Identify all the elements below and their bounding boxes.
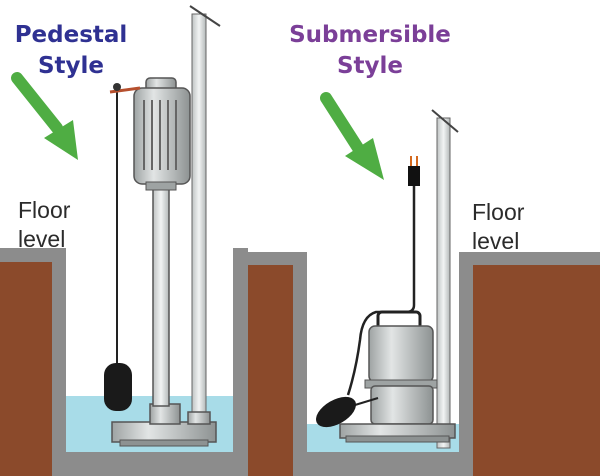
concrete bbox=[0, 248, 600, 476]
floor-middle-slab bbox=[233, 252, 307, 265]
floor-right-line-1: Floor bbox=[472, 199, 525, 225]
pit-floor-right bbox=[293, 452, 473, 476]
floor-right-slab bbox=[459, 252, 600, 265]
pit-left-wall-inner bbox=[233, 248, 248, 476]
pedestal-motor bbox=[133, 87, 191, 185]
pedestal-column bbox=[152, 185, 170, 407]
submersible-label-line-2: Style bbox=[336, 53, 404, 79]
submersible-base-foot bbox=[345, 435, 450, 443]
pit-right-wall-outer bbox=[459, 252, 473, 476]
soil-right bbox=[473, 265, 600, 476]
submersible-motor bbox=[368, 325, 434, 383]
submersible-float bbox=[316, 396, 379, 428]
soil bbox=[0, 262, 600, 476]
submersible-pump bbox=[339, 310, 456, 443]
pedestal-style-label: Pedestal Style bbox=[10, 20, 132, 82]
floor-right-line-2: level bbox=[472, 228, 520, 254]
pedestal-base bbox=[111, 421, 217, 443]
pedestal-motor-foot bbox=[145, 181, 177, 191]
submersible-label-line-1: Submersible bbox=[289, 22, 451, 48]
power-plug bbox=[408, 166, 420, 186]
pedestal-volute bbox=[149, 403, 181, 425]
floor-level-label-right: Floor level bbox=[472, 198, 552, 256]
pedestal-discharge-pipe bbox=[189, 5, 221, 425]
soil-middle bbox=[248, 265, 293, 476]
floor-left-slab bbox=[0, 248, 66, 262]
floor-left-line-1: Floor bbox=[18, 197, 71, 223]
arrow-icon-2 bbox=[320, 92, 384, 180]
pedestal-label-line-1: Pedestal bbox=[14, 22, 128, 48]
pit-left-wall-outer bbox=[52, 248, 66, 476]
submersible-volute bbox=[370, 385, 434, 425]
float-ball bbox=[104, 363, 132, 411]
pit-floor-left bbox=[52, 452, 248, 476]
arrow-icon bbox=[11, 72, 78, 160]
floor-level-label-left: Floor level bbox=[18, 196, 98, 254]
pedestal-float bbox=[104, 83, 141, 411]
submersible-style-label: Submersible Style bbox=[270, 20, 470, 82]
float-switch-arm bbox=[109, 86, 141, 94]
submersible-float-ball bbox=[316, 396, 356, 428]
pedestal-base-foot bbox=[119, 439, 209, 447]
pit-right-wall-inner bbox=[293, 252, 307, 476]
soil-left bbox=[0, 262, 52, 476]
pedestal-pump bbox=[111, 77, 217, 447]
pedestal-label-line-2: Style bbox=[37, 53, 105, 79]
floor-left-line-2: level bbox=[18, 226, 66, 252]
submersible-power-cord bbox=[346, 156, 420, 396]
pedestal-outlet bbox=[187, 411, 211, 425]
submersible-discharge-pipe bbox=[431, 109, 459, 449]
float-switch-pivot bbox=[113, 83, 121, 91]
motor-fins bbox=[143, 100, 177, 170]
